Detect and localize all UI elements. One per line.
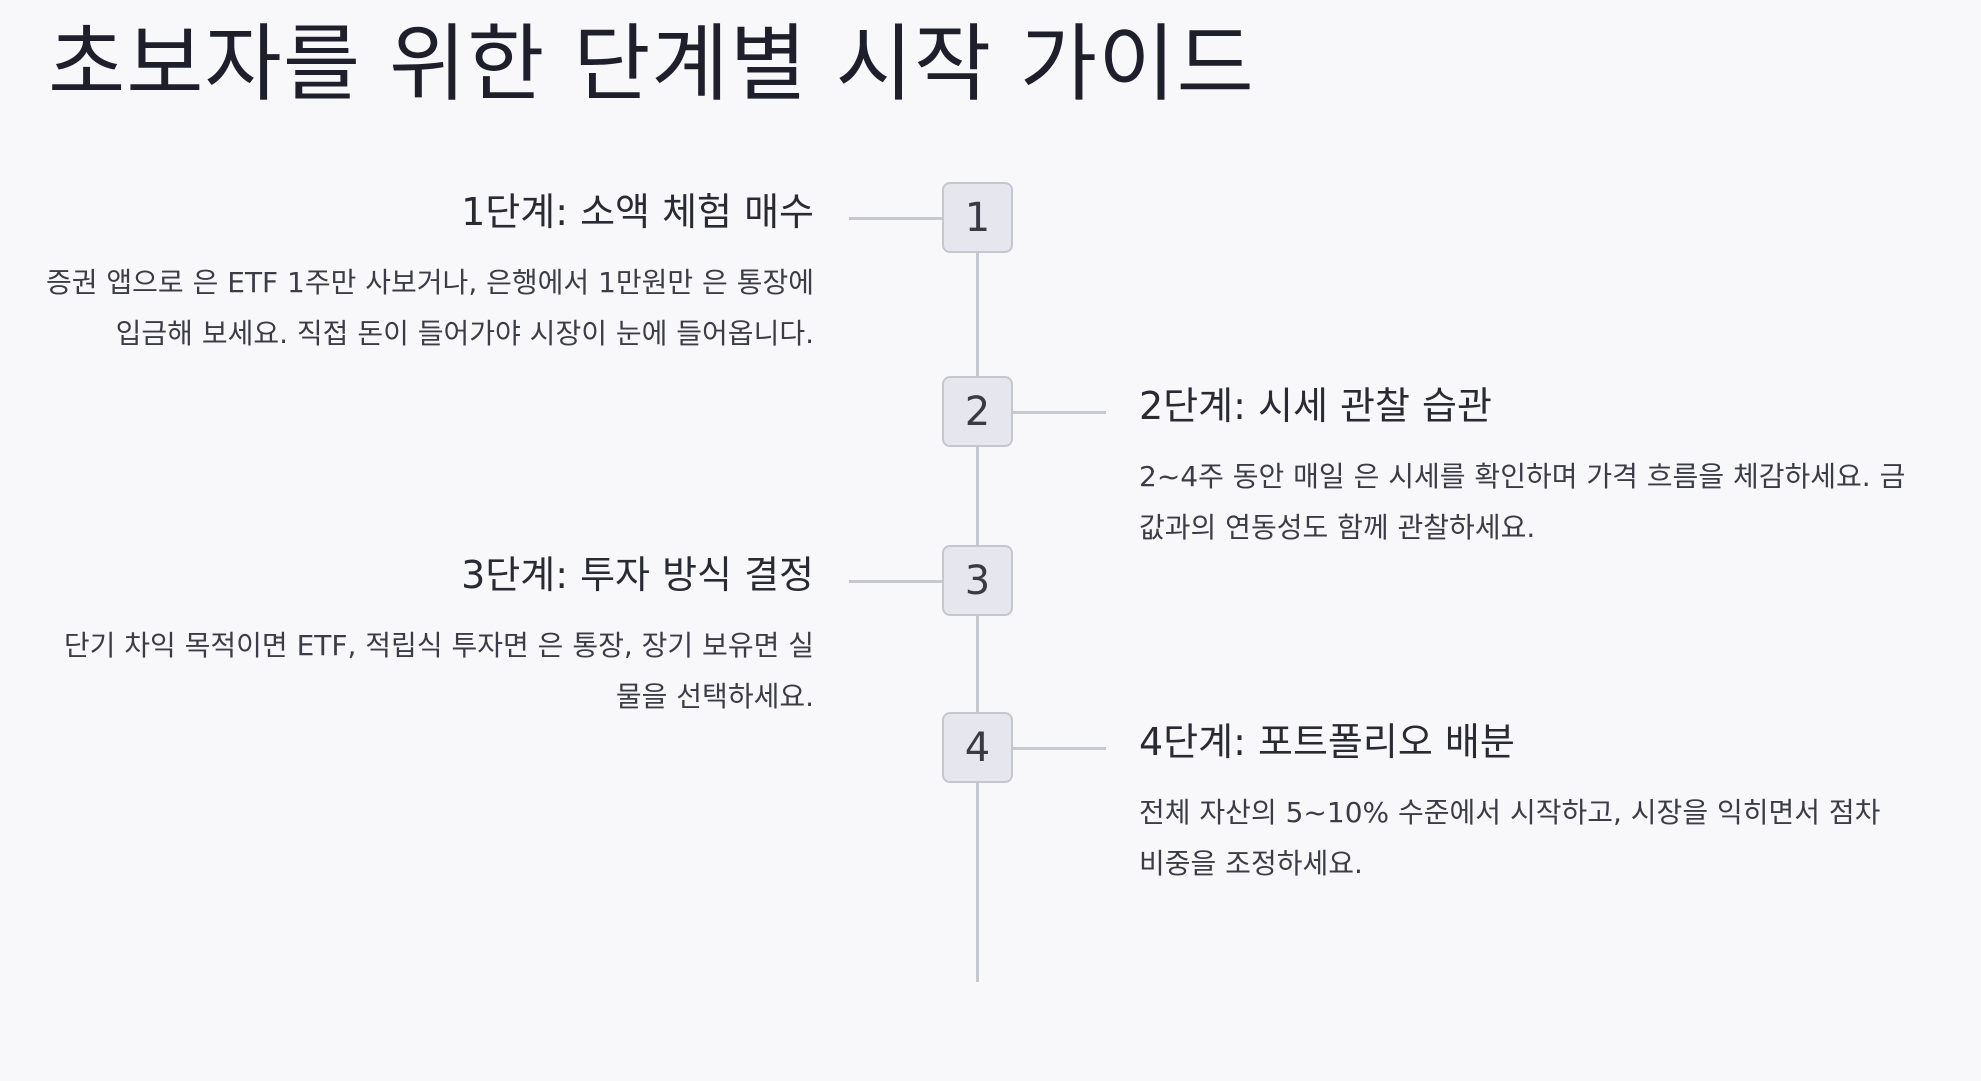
step-4-title: 4단계: 포트폴리오 배분: [1139, 720, 1515, 764]
step-1-number-badge: 1: [942, 182, 1013, 253]
step-2-description: 2~4주 동안 매일 은 시세를 확인하며 가격 흐름을 체감하세요. 금값과의…: [1139, 460, 1906, 545]
step-1-title: 1단계: 소액 체험 매수: [461, 190, 814, 234]
step-2-title: 2단계: 시세 관찰 습관: [1139, 384, 1492, 428]
step-4-description: 전체 자산의 5~10% 수준에서 시작하고, 시장을 익히면서 점차 비중을 …: [1139, 796, 1881, 881]
connector-step-2: [1011, 411, 1106, 414]
step-4-number-badge: 4: [942, 712, 1013, 783]
page-title: 초보자를 위한 단계별 시작 가이드: [48, 15, 1255, 113]
step-3-title: 3단계: 투자 방식 결정: [461, 553, 814, 597]
step-3: 3단계: 투자 방식 결정 단기 차익 목적이면 ETF, 적립식 투자면 은 …: [44, 551, 814, 722]
step-1: 1단계: 소액 체험 매수 증권 앱으로 은 ETF 1주만 사보거나, 은행에…: [44, 188, 814, 359]
step-2: 2단계: 시세 관찰 습관 2~4주 동안 매일 은 시세를 확인하며 가격 흐…: [1139, 382, 1909, 553]
connector-step-3: [849, 580, 944, 583]
step-2-number-badge: 2: [942, 376, 1013, 447]
step-3-number-badge: 3: [942, 545, 1013, 616]
step-1-description: 증권 앱으로 은 ETF 1주만 사보거나, 은행에서 1만원만 은 통장에 입…: [45, 266, 814, 351]
step-3-description: 단기 차익 목적이면 ETF, 적립식 투자면 은 통장, 장기 보유면 실물을…: [63, 629, 814, 714]
connector-step-1: [849, 217, 944, 220]
step-4: 4단계: 포트폴리오 배분 전체 자산의 5~10% 수준에서 시작하고, 시장…: [1139, 718, 1909, 889]
connector-step-4: [1011, 747, 1106, 750]
